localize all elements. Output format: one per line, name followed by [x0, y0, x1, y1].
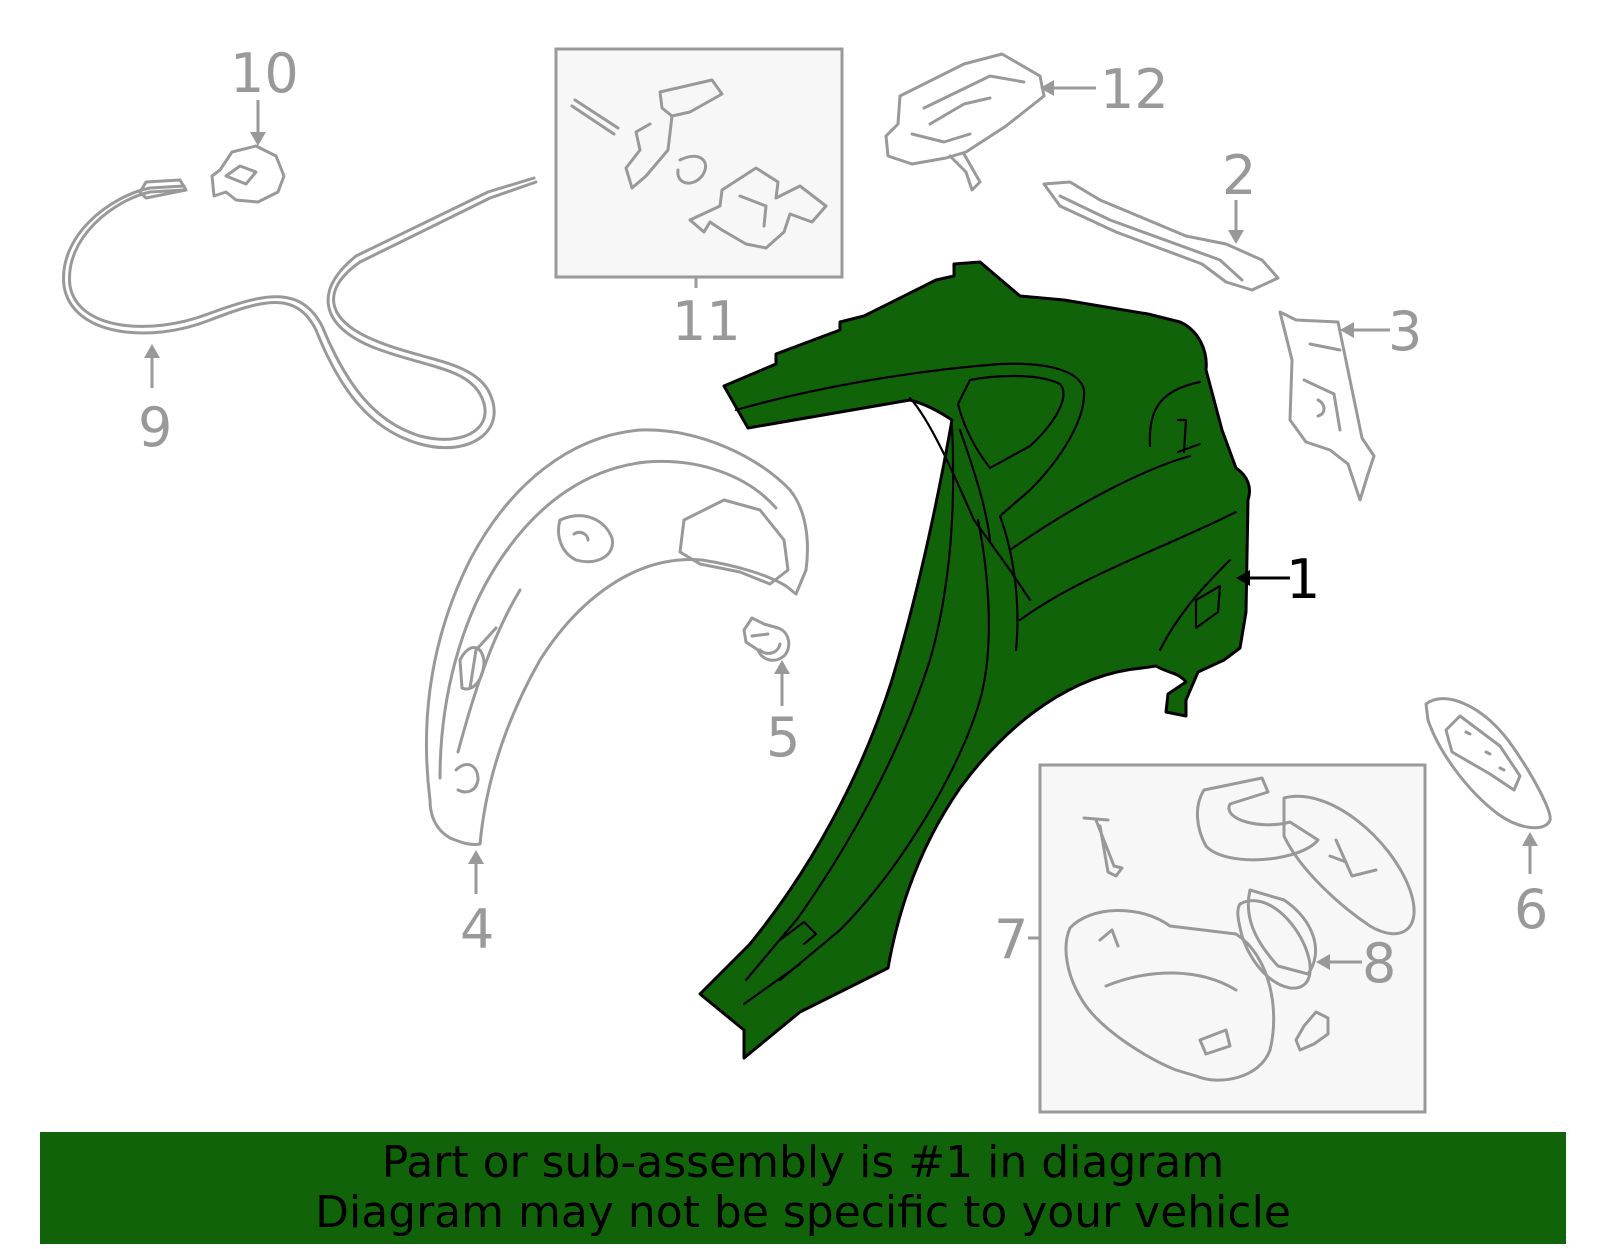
- callout-9: 9: [138, 396, 172, 459]
- fuel-door-plate[interactable]: 6: [1424, 697, 1552, 941]
- callout-3: 3: [1388, 300, 1422, 363]
- callout-1: 1: [1286, 548, 1320, 611]
- wheelhouse-liner[interactable]: 4: [424, 428, 809, 961]
- callout-8: 8: [1362, 932, 1396, 995]
- info-banner: Part or sub-assembly is #1 in diagram Di…: [40, 1132, 1566, 1244]
- filler-ring[interactable]: 8: [1316, 932, 1396, 995]
- quarter-panel[interactable]: 1: [698, 260, 1320, 1060]
- push-clip[interactable]: 5: [742, 616, 800, 769]
- callout-7: 7: [994, 908, 1028, 971]
- callout-5: 5: [766, 706, 800, 769]
- upper-rail-reinforcement[interactable]: 2: [1042, 144, 1280, 292]
- cable-clip[interactable]: 10: [210, 42, 299, 204]
- fuel-door-assembly-box[interactable]: 7: [994, 763, 1427, 1114]
- callout-10: 10: [230, 42, 299, 105]
- callout-12: 12: [1100, 58, 1169, 121]
- filler-ring-shape: [1236, 899, 1312, 990]
- latch-components-box[interactable]: 11: [554, 47, 844, 353]
- callout-11: 11: [672, 290, 741, 353]
- pillar-bracket[interactable]: 3: [1278, 300, 1422, 502]
- rear-bracket[interactable]: 12: [884, 52, 1169, 192]
- banner-line-1: Part or sub-assembly is #1 in diagram: [381, 1137, 1225, 1188]
- banner-line-2: Diagram may not be specific to your vehi…: [315, 1187, 1291, 1238]
- release-cable[interactable]: 9: [62, 176, 538, 459]
- callout-2: 2: [1222, 144, 1256, 207]
- callout-4: 4: [460, 898, 494, 961]
- callout-6: 6: [1514, 878, 1548, 941]
